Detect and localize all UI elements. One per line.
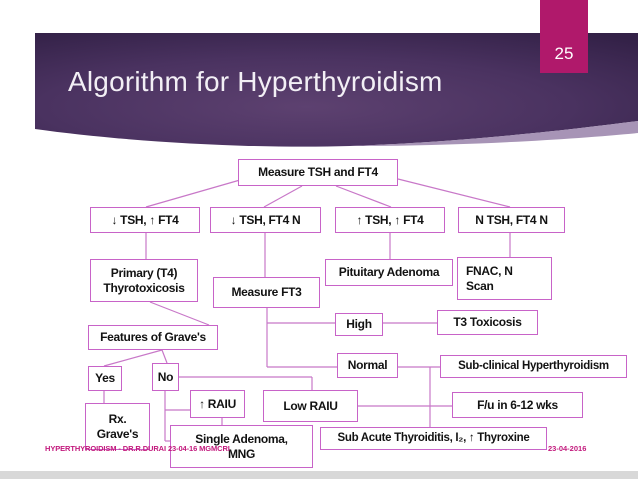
banner-swoosh xyxy=(350,121,638,146)
flow-node-sub-clinical-hyperthyroidism: Sub-clinical Hyperthyroidism xyxy=(440,355,627,378)
flow-node-normal: Normal xyxy=(337,353,398,378)
flow-node-high-tsh-high-ft4: ↑ TSH, ↑ FT4 xyxy=(335,207,445,233)
flow-node-fu-6-12-wks: F/u in 6-12 wks xyxy=(452,392,583,418)
page-title: Algorithm for Hyperthyroidism xyxy=(68,66,443,97)
footer-date: 23-04-2016 xyxy=(548,444,587,453)
footer-attribution: HYPERTHYROIDISM - DR.R.DURAI 23-04-16 MG… xyxy=(45,444,230,453)
flow-node-features-of-graves: Features of Grave's xyxy=(88,325,218,350)
flow-node-single-adenoma-mng: Single Adenoma,MNG xyxy=(170,425,313,468)
flow-node-low-tsh-ft4-n: ↓ TSH, FT4 N xyxy=(210,207,321,233)
flow-node-yes: Yes xyxy=(88,366,122,391)
header-banner xyxy=(35,33,638,147)
flow-node-measure-ft3: Measure FT3 xyxy=(213,277,320,308)
flow-node-t3-toxicosis: T3 Toxicosis xyxy=(437,310,538,335)
flow-node-low-tsh-high-ft4: ↓ TSH, ↑ FT4 xyxy=(90,207,200,233)
flow-node-primary-t4-thyrotoxicosis: Primary (T4)Thyrotoxicosis xyxy=(90,259,198,302)
flow-node-n-tsh-ft4-n: N TSH, FT4 N xyxy=(458,207,565,233)
flow-node-high: High xyxy=(335,313,383,336)
flow-node-sub-acute-thyroiditis: Sub Acute Thyroiditis, I₂, ↑ Thyroxine xyxy=(320,427,547,450)
bottom-strip xyxy=(0,471,638,479)
flow-node-raiu-up: ↑ RAIU xyxy=(190,390,245,418)
flow-node-low-raiu: Low RAIU xyxy=(263,390,358,422)
flow-node-measure-tsh-ft4: Measure TSH and FT4 xyxy=(238,159,398,186)
banner-shape xyxy=(35,33,638,147)
flow-node-rx-graves: Rx.Grave's xyxy=(85,403,150,450)
flow-node-no: No xyxy=(152,363,179,391)
page-number-badge: 25 xyxy=(540,0,588,73)
flow-node-pituitary-adenoma: Pituitary Adenoma xyxy=(325,259,453,286)
